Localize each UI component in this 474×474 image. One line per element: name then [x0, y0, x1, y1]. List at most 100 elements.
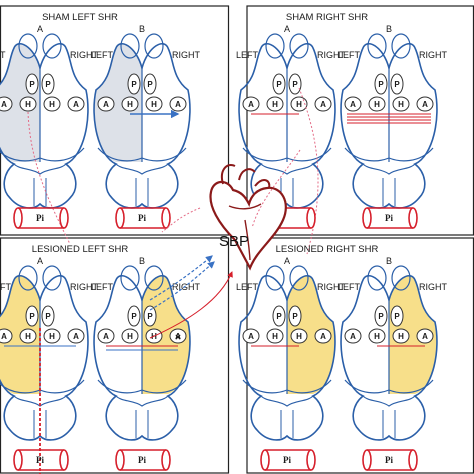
panel-4-pi-right-cap-left [362, 449, 372, 471]
panel-2-brain-a-node-label-0: A [248, 100, 254, 109]
panel-1-brain-b-label-left: LEFT [91, 50, 114, 60]
panel-4-brain-a-shaded-hemisphere [287, 275, 335, 394]
panel-1-brain-a-olfactory-right [42, 33, 62, 59]
panel-1-brain-a-node-label-1: H [25, 100, 31, 109]
panel-3-brain-b-label-right: RIGHT [172, 282, 201, 292]
panel-3-brain-b-node-1 [121, 328, 139, 344]
panel-4-brain-a-node-label-2: H [296, 332, 302, 341]
panel-1-brain-a-node-1 [19, 96, 37, 112]
panel-2-brain-a-label-right: RIGHT [317, 50, 346, 60]
panel-1-brain-b-pons-line [115, 163, 169, 175]
panel-title-3: LESIONED LEFT SHR [32, 244, 129, 255]
panel-1-pi-right-cap-left [115, 207, 125, 229]
panel-2-pink-path [298, 87, 319, 255]
panel-4-brain-b-olfactory-left [367, 265, 387, 291]
heart-icon [209, 164, 287, 271]
panel-4-brain-a-node-label-3: A [320, 332, 326, 341]
panel-2-brain-a-lobe-line [242, 147, 332, 162]
panel-2-brain-b-olfactory-right [391, 33, 411, 59]
panel-3-brain-a-node-2 [43, 328, 61, 344]
panel-2-brain-a-node-label-2: H [296, 100, 302, 109]
panel-1-brain-b-label-right: RIGHT [172, 50, 201, 60]
panel-4-pi-left-label: Pi [283, 455, 291, 465]
panel-3-brain-a-node-0 [0, 328, 13, 344]
panel-1-brain-a-pons-line [13, 163, 67, 175]
panel-4-brain-a-node-p-label-2: P [292, 312, 298, 321]
panel-1-brain-a-outline [0, 43, 89, 209]
panel-3-brain-a-node-label-1: H [25, 332, 31, 341]
panel-1-brain-a-label-left: FT [0, 50, 6, 60]
panel-4-brain-a-lobe-line [242, 379, 332, 394]
panel-4-brain-b-node-p-1 [374, 305, 388, 327]
panel-2-brain-a-node-1 [266, 96, 284, 112]
panel-4-brain-a-olfactory-left [265, 265, 285, 291]
panel-4-pi-left-cap-right [306, 449, 316, 471]
panel-3-pi-right-label: Pi [138, 455, 146, 465]
panel-1-brain-a-olfactory-left [18, 33, 38, 59]
panel-4-brain-a-letter: A [284, 256, 290, 266]
panel-4-pi-left-cap-left [260, 449, 270, 471]
panel-4-pi-left-body [265, 449, 311, 471]
panel-2-brain-a-label-left: LEFT [236, 50, 259, 60]
panel-4-brain-b-outline [340, 275, 438, 441]
panel-1-brain-b-shaded-hemisphere [94, 43, 142, 162]
panel-4-brain-b-node-2 [392, 328, 410, 344]
panel-2-brain-b-node-label-0: A [350, 100, 356, 109]
panel-3-lesion-mark: ✕ [175, 333, 182, 342]
panel-3-brain-a-node-label-0: A [1, 332, 7, 341]
pink-pathway-from-heart [161, 207, 201, 233]
panel-3-brain-b-node-p-1 [127, 305, 141, 327]
blue-pathway-to-heart [149, 255, 213, 301]
panel-4-brain-a-node-label-0: A [248, 332, 254, 341]
sbp-label: SBP [219, 233, 249, 250]
panel-2-pi-right-cap-left [362, 207, 372, 229]
panel-4-brain-b-label-left: LEFT [338, 282, 361, 292]
panel-1-brain-a-letter: A [37, 24, 43, 34]
panel-4-brain-a-node-label-1: H [272, 332, 278, 341]
panel-4-pi-right-cap-right [408, 449, 418, 471]
panel-2-brain-a-node-p-1 [272, 73, 286, 95]
panel-3-brain-a-node-p-2 [41, 305, 55, 327]
panel-2-brain-a-node-p-2 [288, 73, 302, 95]
panel-2-brain-a-node-3 [314, 96, 332, 112]
panel-1-brain-b-node-0 [97, 96, 115, 112]
panel-title-1: SHAM LEFT SHR [42, 12, 118, 23]
panel-2-brain-b-node-label-2: H [398, 100, 404, 109]
panel-3-brain-a-node-p-1 [25, 305, 39, 327]
panel-1-brain-a-node-label-3: A [73, 100, 79, 109]
panel-3-brain-a-brainstem [33, 410, 47, 438]
panel-2-brain-b-label-right: RIGHT [419, 50, 448, 60]
panel-title-4: LESIONED RIGHT SHR [276, 244, 379, 255]
panel-1-brain-b-node-2 [145, 96, 163, 112]
panel-2-brain-a-node-label-1: H [272, 100, 278, 109]
panel-3-pi-right-cap-left [115, 449, 125, 471]
panel-1-brain-b-node-p-2 [143, 73, 157, 95]
panel-4-brain-b-brainstem [382, 410, 396, 438]
panel-1-brain-b-outline [93, 43, 191, 209]
panel-4-brain-a-node-0 [242, 328, 260, 344]
panel-4-brain-b-node-label-0: A [350, 332, 356, 341]
panel-2-brain-b-outline [340, 43, 438, 209]
panel-3-brain-b-olfactory-left [120, 265, 140, 291]
panel-3-pi-left-cap-left [13, 449, 23, 471]
panel-3-brain-a-node-label-2: H [49, 332, 55, 341]
panel-1-pink-path [27, 111, 71, 245]
panel-3-brain-a-node-p-label-1: P [29, 312, 35, 321]
panel-2-pi-right-cap-right [408, 207, 418, 229]
panel-1-brain-b-olfactory-right [144, 33, 164, 59]
panel-4-brain-a-node-p-label-1: P [276, 312, 282, 321]
panel-2-brain-b-brainstem [382, 178, 396, 206]
panel-2-pi-right-body [367, 207, 413, 229]
panel-3-brain-b-node-p-label-1: P [131, 312, 137, 321]
panel-2-brain-b-label-left: LEFT [338, 50, 361, 60]
panel-4-brain-a-outline [238, 275, 336, 441]
panel-2-brain-b-node-0 [344, 96, 362, 112]
panel-1-pi-left-cap-left [13, 207, 23, 229]
panel-3-pi-left-body [18, 449, 64, 471]
